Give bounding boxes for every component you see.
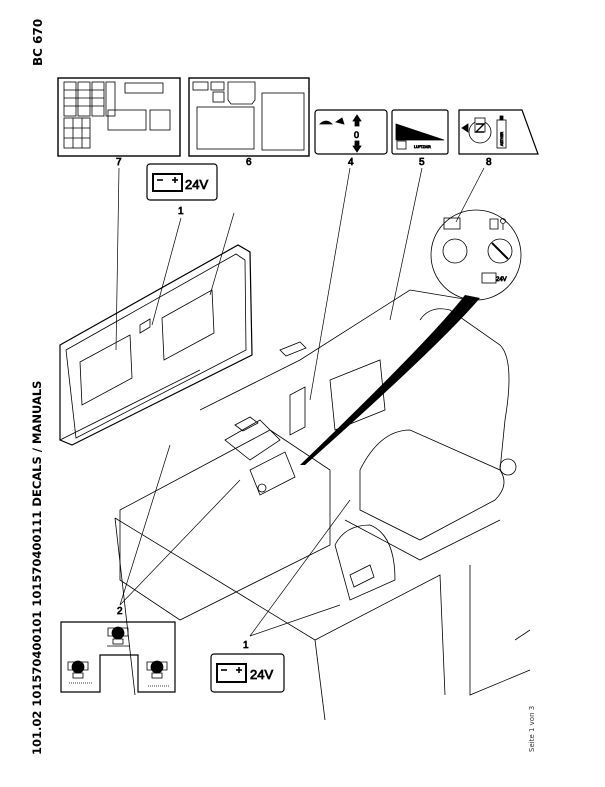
decal-7-number: 7 [116, 157, 122, 168]
callout-voltage: 24V [496, 277, 507, 283]
decal-5-text: LUFTZAIR [414, 145, 431, 149]
decal-5-number: 5 [419, 157, 425, 168]
decal-1-bottom-number: 1 [243, 640, 249, 651]
callout-detail [430, 209, 522, 301]
decal-2-number: 2 [117, 606, 123, 617]
instrument-panel [59, 244, 253, 446]
decal-4-zero: 0 [354, 130, 359, 140]
decal-8-text: AETHER [500, 131, 504, 146]
decal-1-top-number: 1 [178, 206, 184, 217]
decal-7 [57, 77, 181, 157]
cable [300, 295, 480, 465]
decal-4-number: 4 [348, 157, 354, 168]
decal-8 [458, 109, 539, 155]
decal-8-number: 8 [486, 157, 492, 168]
decal-1-bottom [210, 653, 285, 693]
decal-2 [60, 621, 176, 693]
machine-body [114, 517, 531, 721]
leader-lines [115, 167, 485, 637]
operator-seat [344, 308, 517, 561]
decal-6-number: 6 [246, 157, 252, 168]
decal-1-top [146, 163, 218, 201]
decal-1-bottom-voltage: 24V [250, 667, 273, 682]
operator-console [119, 289, 471, 621]
decal-5 [391, 109, 449, 155]
decal-1-top-voltage: 24V [185, 177, 208, 192]
decal-6 [188, 77, 310, 157]
decal-4 [314, 109, 388, 155]
